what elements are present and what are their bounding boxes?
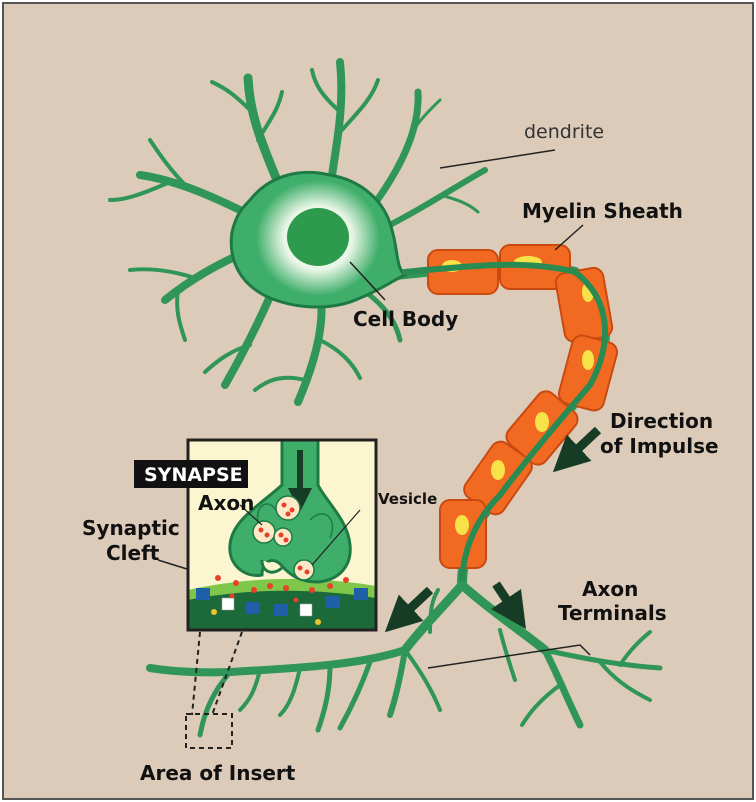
background-panel: [3, 3, 753, 799]
label-synapse: SYNAPSE: [144, 464, 243, 486]
label-synaptic-line2: Cleft: [106, 541, 160, 565]
label-cell-body: Cell Body: [353, 307, 458, 331]
label-axon-terminals-line1: Axon: [582, 577, 638, 601]
label-area-of-insert: Area of Insert: [140, 761, 296, 785]
nucleus: [287, 208, 349, 266]
label-axon: Axon: [198, 491, 254, 515]
label-direction-line1: Direction: [610, 409, 713, 433]
label-myelin-sheath: Myelin Sheath: [522, 199, 683, 223]
vesicle: [294, 560, 314, 580]
vesicle: [274, 528, 292, 546]
label-dendrite: dendrite: [524, 121, 604, 143]
label-synaptic-line1: Synaptic: [82, 516, 180, 540]
label-vesicle: Vesicle: [378, 490, 437, 508]
label-axon-terminals-line2: Terminals: [558, 601, 667, 625]
myelin-segment: [428, 250, 498, 294]
label-direction-line2: of Impulse: [600, 434, 719, 458]
vesicle: [253, 521, 275, 543]
